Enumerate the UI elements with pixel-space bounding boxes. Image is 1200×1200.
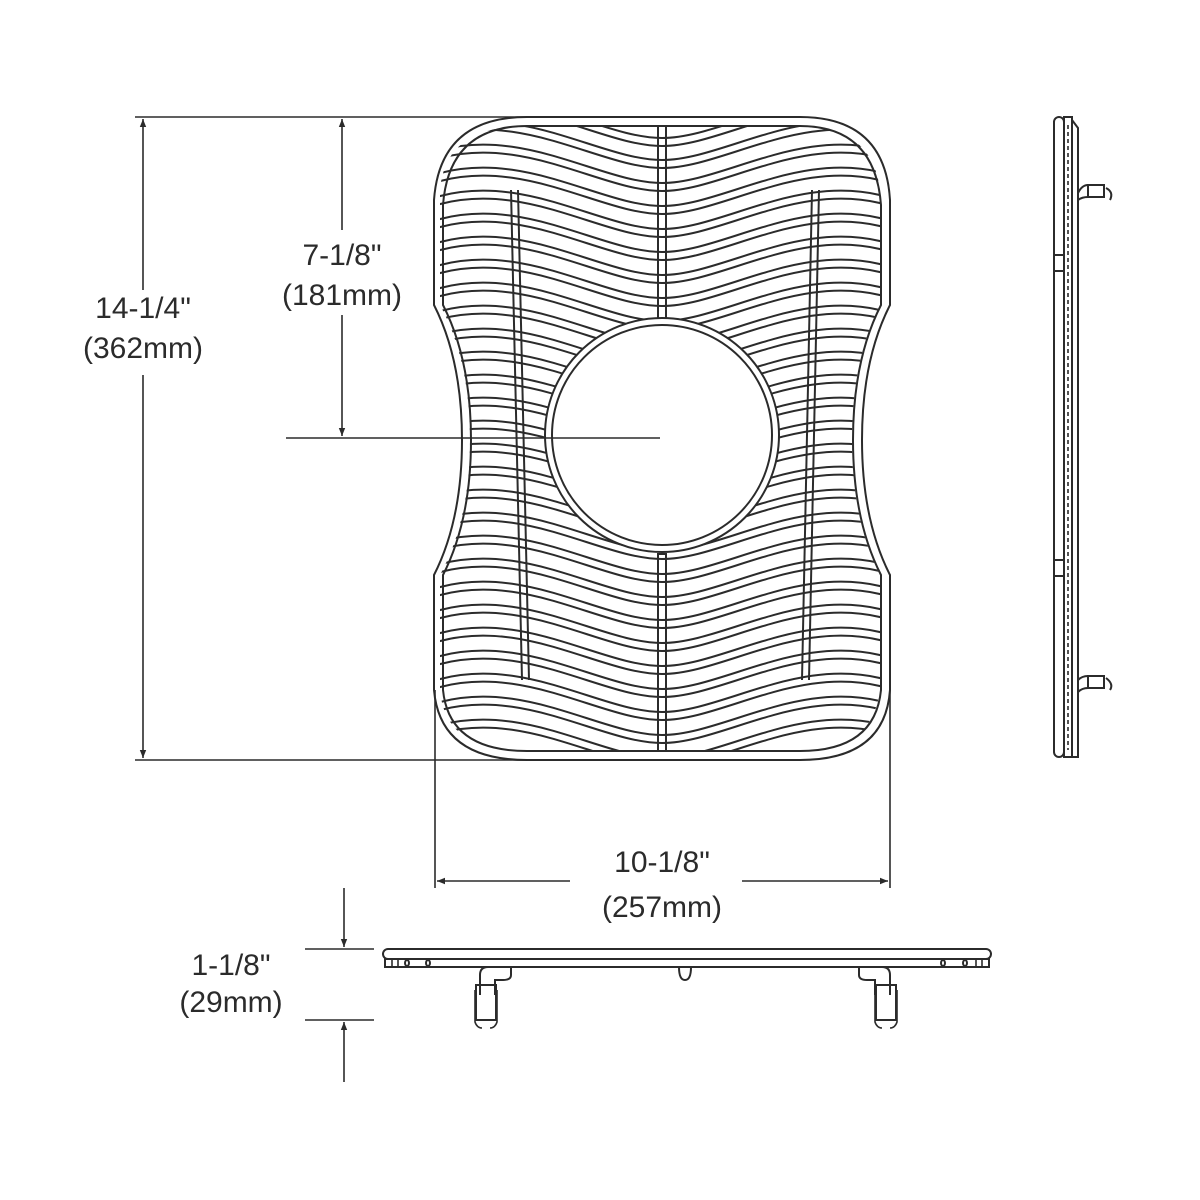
height-metric-label: (362mm) <box>83 332 203 365</box>
left-support-rail <box>510 189 530 681</box>
grid-inner-frame <box>442 125 882 752</box>
drain-center-imperial-label: 7-1/8" <box>302 239 381 272</box>
side-clip-bottom <box>1077 675 1113 693</box>
dimension-drain-center: 7-1/8" (181mm) <box>282 119 660 439</box>
wavy-bars <box>440 126 880 752</box>
height-imperial-label: 14-1/4" <box>95 292 191 325</box>
right-support-rail <box>801 189 820 681</box>
dimension-overall-height: 14-1/4" (362mm) <box>83 116 527 761</box>
width-metric-label: (257mm) <box>602 891 722 924</box>
front-leg-right <box>858 966 898 1029</box>
side-clip-top <box>1077 184 1113 201</box>
side-view <box>1053 116 1113 758</box>
dimension-overall-depth: 1-1/8" (29mm) <box>179 888 374 1082</box>
front-view <box>382 948 992 1029</box>
dimension-overall-width: 10-1/8" (257mm) <box>434 690 891 924</box>
drain-opening-inner <box>551 324 773 546</box>
width-imperial-label: 10-1/8" <box>614 846 710 879</box>
center-rail <box>657 126 667 327</box>
front-leg-left <box>474 966 512 1029</box>
depth-imperial-label: 1-1/8" <box>191 949 270 982</box>
depth-metric-label: (29mm) <box>179 986 282 1019</box>
drain-center-metric-label: (181mm) <box>282 279 402 312</box>
drain-opening-outer <box>544 317 780 553</box>
top-view <box>433 116 891 761</box>
